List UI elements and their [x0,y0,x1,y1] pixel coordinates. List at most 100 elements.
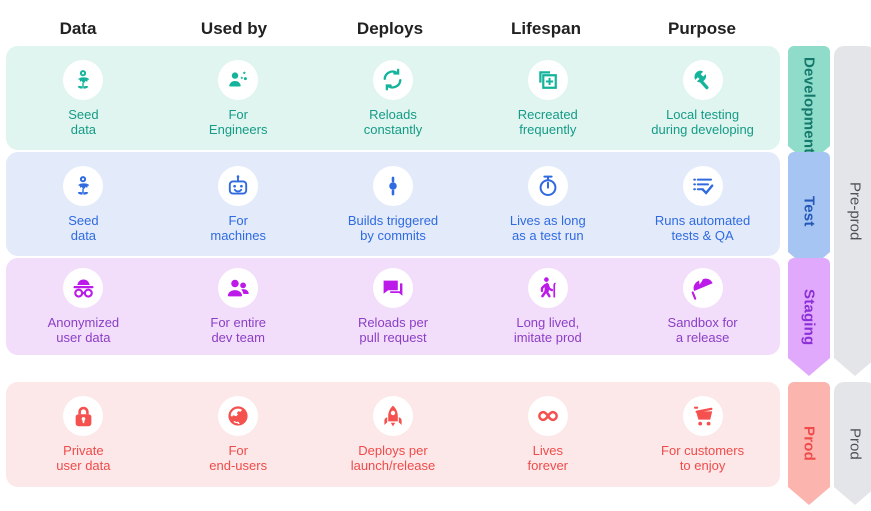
cell-label-line1: Anonymized [47,315,120,330]
engineer-person-gear-icon [218,59,259,100]
cell-label-line1: For [228,212,248,228]
cell-label-line1: Local testing [666,106,740,122]
cell-prod-deploys: Deploys per launch/release [316,382,471,487]
column-header-lifespan: Lifespan [511,19,581,38]
cell-test-used-by: For machines [161,152,316,256]
cell-prod-used-by: For end-users [161,382,316,487]
add-copy-document-icon [527,59,568,100]
column-header-purpose: Purpose [667,19,737,38]
refresh-sync-icon [372,59,413,100]
cell-label-line1: Recreated [517,106,578,122]
cell-staging-lifespan: Long lived, imitate prod [470,258,625,355]
cell-label-line1: Runs automated [654,212,751,228]
cell-label-line1: For entire [210,315,267,330]
cell-label-line1: For [228,106,248,122]
cell-prod-data: Private user data [6,382,161,487]
cell-label-line1: For [228,443,248,458]
cell-prod-lifespan: Lives forever [470,382,625,487]
cell-label-line1: Long lived, [516,315,580,330]
cell-label-line1: Reloads per [357,315,429,330]
group-chevron-label: Pre-prod [846,181,864,241]
seed-flower-icon [63,59,104,100]
stage-chevron-test: Test [788,152,830,270]
shopping-cart-icon [682,396,723,436]
cell-label-line2: user data [56,330,111,345]
row-staging: Anonymized user data For entire dev team [6,258,780,355]
stage-chevron-label: Prod [800,426,818,461]
cell-label-line1: Private [63,443,104,458]
cell-label-line2: data [70,121,97,137]
robot-icon [218,165,259,206]
commit-node-icon [372,165,413,206]
column-header-deploys: Deploys [356,19,424,38]
cell-label-line2: pull request [359,330,427,345]
people-group-icon [218,268,259,308]
cell-label-line2: end-users [209,458,268,473]
cell-label-line2: Engineers [208,121,268,137]
column-headers: Data Used by Deploys Lifespan Purpose [0,14,780,44]
cell-label-line1: For customers [661,443,745,458]
wrench-icon [682,59,723,100]
cell-label-line1: Seed [68,106,99,122]
cell-label-line2: constantly [363,121,423,137]
cell-label-line2: frequently [519,121,577,137]
cell-label-line2: imitate prod [513,330,582,345]
cell-staging-data: Anonymized user data [6,258,161,355]
stage-chevron-label: Development [800,56,818,154]
globe-public-icon [218,396,259,436]
group-chevron-prod: Prod [834,382,871,505]
cell-label-line2: tests & QA [671,227,734,243]
rocket-icon [372,396,413,436]
row-development: Seed data For Engineers [6,46,780,150]
beach-umbrella-icon [682,268,723,308]
row-test: Seed data For machi [6,152,780,256]
cell-label-line1: Reloads [369,106,417,122]
cell-staging-purpose: Sandbox for a release [625,258,780,355]
cell-label-line1: Deploys per [358,443,428,458]
cell-label-line2: by commits [360,227,426,243]
cell-test-purpose: Runs automated tests & QA [625,152,780,256]
cell-test-lifespan: Lives as long as a test run [470,152,625,256]
cell-label-line2: forever [527,458,569,473]
cell-label-line1: Lives as long [509,212,586,228]
cell-label-line2: during developing [651,121,754,137]
padlock-icon [63,396,104,436]
stage-chevron-label: Staging [800,288,818,346]
elderly-person-cane-icon [527,268,568,308]
cell-label-line1: Sandbox for [667,315,738,330]
stopwatch-icon [527,165,568,206]
cell-development-purpose: Local testing during developing [625,46,780,150]
cell-label-line2: a release [675,330,730,345]
cell-staging-deploys: Reloads per pull request [316,258,471,355]
cell-prod-purpose: For customers to enjoy [625,382,780,487]
column-header-used-by: Used by [200,19,268,38]
cell-development-used-by: For Engineers [161,46,316,150]
stage-chevron-label: Test [800,195,818,227]
cell-staging-used-by: For entire dev team [161,258,316,355]
cell-development-data: Seed data [6,46,161,150]
row-prod: Private user data For end-users [6,382,780,487]
stage-chevron-development: Development [788,46,830,164]
cell-label-line2: machines [210,227,267,243]
comment-chat-icon [372,268,413,308]
checklist-icon [682,165,723,206]
cell-label-line2: user data [56,458,111,473]
group-chevron-pre-prod: Pre-prod [834,46,871,376]
stage-chevron-staging: Staging [788,258,830,376]
incognito-hat-glasses-icon [63,268,104,308]
cell-label-line1: Lives [532,443,563,458]
cell-label-line2: as a test run [512,227,584,243]
cell-test-data: Seed data [6,152,161,256]
cell-label-line1: Builds triggered [347,212,439,228]
cell-test-deploys: Builds triggered by commits [316,152,471,256]
cell-label-line2: to enjoy [679,458,726,473]
stage-chevron-prod: Prod [788,382,830,505]
cell-development-lifespan: Recreated frequently [470,46,625,150]
cell-label-line2: dev team [211,330,265,345]
group-chevron-label: Prod [846,427,864,460]
infinity-icon [527,396,568,436]
cell-development-deploys: Reloads constantly [316,46,471,150]
cell-label-line1: Seed [68,212,99,228]
cell-label-line2: data [70,227,97,243]
